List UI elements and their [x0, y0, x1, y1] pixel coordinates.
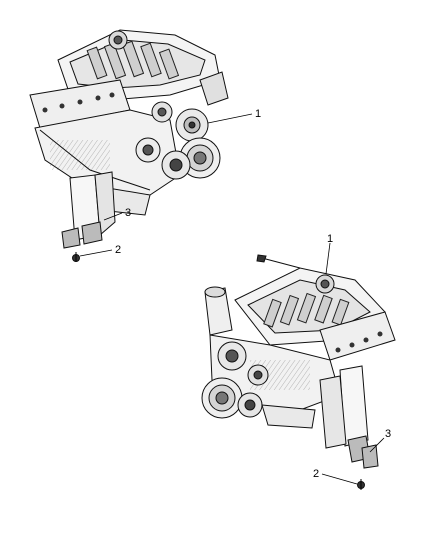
callout-2-bottom: 2 [313, 468, 319, 480]
engine-bottom-right [201, 254, 396, 490]
leader-line-3-bottom [369, 437, 385, 453]
engine-top-left [29, 29, 229, 262]
callout-3-top: 3 [125, 207, 131, 219]
leader-line-1-top [207, 113, 253, 124]
callout-3-bottom: 3 [385, 428, 391, 440]
leader-line-1-bottom [325, 242, 331, 275]
leader-line-3-top [103, 212, 123, 221]
callout-group-bottom-right: 1 3 2 [313, 233, 391, 485]
callout-group-top-left: 1 3 2 [79, 108, 261, 257]
callout-1-bottom: 1 [327, 233, 333, 245]
callout-2-top: 2 [115, 244, 121, 256]
callout-1-top: 1 [255, 108, 261, 120]
leader-line-2-top [79, 249, 113, 257]
leader-line-2-bottom [321, 473, 358, 485]
